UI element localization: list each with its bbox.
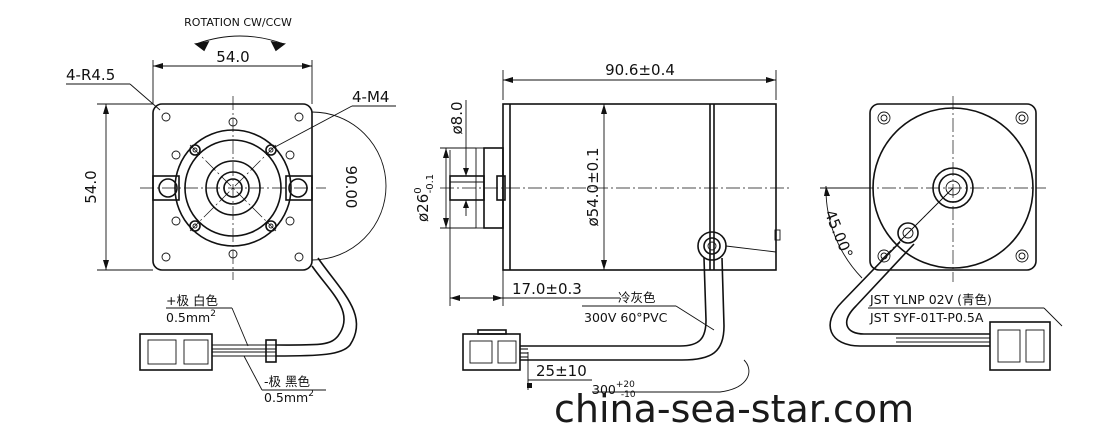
minus-wire-size: 0.5mm2 xyxy=(264,389,314,405)
minus-wire-label: -极 黑色 xyxy=(264,374,310,389)
length-dimension: 90.6±0.4 xyxy=(605,61,675,79)
bolt-circle-arc xyxy=(311,111,387,261)
bolt-circle-dimension: 90.00 xyxy=(342,166,360,209)
strip-length: 25±10 xyxy=(536,362,587,380)
cable-length: 300+20-10 xyxy=(592,380,636,400)
pilot-diameter: ø260-0.1 xyxy=(413,174,436,222)
shaft-diameter: ø8.0 xyxy=(448,101,466,134)
front-cable xyxy=(275,257,358,357)
body-diameter: ø54.0±0.1 xyxy=(584,148,602,227)
plus-wire-size: 0.5mm2 xyxy=(166,309,216,325)
side-cable xyxy=(520,257,707,347)
motor-body xyxy=(502,103,777,271)
threaded-holes xyxy=(189,144,277,232)
corner-radius-label: 4-R4.5 xyxy=(66,66,115,84)
rotation-label: ROTATION CW/CCW xyxy=(184,16,292,29)
connector-terminal-label: JST SYF-01T-P0.5A xyxy=(869,310,984,325)
plus-wire-label: +极 白色 xyxy=(166,293,218,308)
rotation-arrow xyxy=(195,35,285,45)
angle-arc xyxy=(825,185,863,279)
end-view: 45.00° JST YLNP 02V (青色) JST SYF-01T-P0.… xyxy=(820,96,1063,371)
shaft-length: 17.0±0.3 xyxy=(512,280,582,298)
side-connector xyxy=(462,333,521,371)
front-view: ROTATION CW/CCW 54.0 4-R4.5 54.0 xyxy=(66,16,396,357)
side-view: 90.6±0.4 ø8.0 ø260-0.1 ø54.0±0.1 xyxy=(413,61,790,361)
front-connector xyxy=(139,333,213,371)
watermark: china-sea-star.com xyxy=(554,387,914,431)
height-dimension: 54.0 xyxy=(82,170,100,203)
cable-spec-label: 300V 60°PVC xyxy=(584,310,668,325)
end-cable xyxy=(829,241,990,347)
end-connector xyxy=(989,321,1051,371)
front-wires: +极 白色 0.5mm2 -极 黑色 0.5mm2 xyxy=(139,293,326,405)
thread-label: 4-M4 xyxy=(352,88,389,106)
cable-grommet xyxy=(697,231,727,261)
angle-dimension: 45.00° xyxy=(821,207,857,261)
cable-color-label: 冷灰色 xyxy=(618,290,656,305)
width-dimension: 54.0 xyxy=(216,48,249,66)
connector-housing-label: JST YLNP 02V (青色) xyxy=(869,292,992,307)
side-wires: 25±10 300+20-10 xyxy=(462,329,750,400)
